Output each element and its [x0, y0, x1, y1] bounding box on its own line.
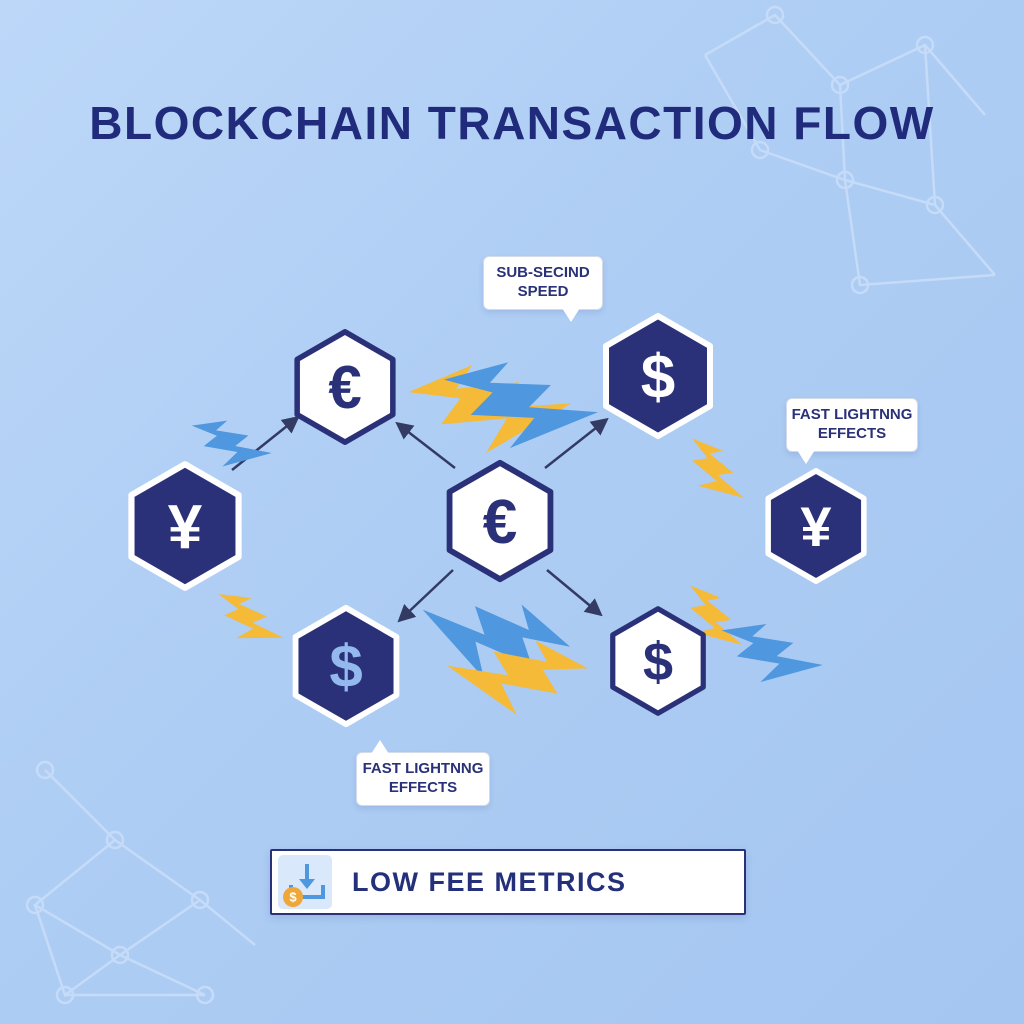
node-yen-right: ¥	[768, 471, 864, 581]
node-dollar-bottom-right: $	[613, 609, 703, 713]
lightning-bolt-icon	[203, 580, 291, 662]
bubble-line: SPEED	[517, 283, 569, 300]
bubble-line: EFFECTS	[817, 425, 887, 442]
bubble-tail	[562, 308, 580, 322]
arrow-center-to-dollartop	[544, 417, 609, 469]
network-pattern-bottom-left	[25, 760, 256, 1005]
page-title: BLOCKCHAIN TRANSACTION FLOW	[89, 97, 935, 149]
node-yen-left: ¥	[131, 464, 238, 588]
network-pattern-top-right	[703, 5, 996, 295]
low-fee-metrics-bar: $ LOW FEE METRICS	[270, 849, 746, 915]
currency-symbol-dollar: $	[641, 343, 675, 412]
bubble-tail	[371, 740, 389, 754]
currency-symbol-yen: ¥	[168, 493, 203, 562]
node-euro-center: €	[450, 463, 551, 579]
arrow-center-to-eurotop	[395, 421, 456, 469]
bubble-line: EFFECTS	[388, 779, 458, 796]
speech-bubble-fast-lightning-right: FAST LIGHTNNG EFFECTS	[786, 398, 918, 464]
speech-bubble-fast-lightning-bottom: FAST LIGHTNNG EFFECTS	[356, 740, 490, 806]
speech-bubble-sub-second-speed: SUB-SECIND SPEED	[483, 256, 603, 322]
coin-dollar-symbol: $	[289, 890, 297, 905]
currency-symbol-euro: €	[328, 354, 361, 421]
node-dollar-bottom-left: $	[296, 608, 397, 724]
currency-symbol-yen: ¥	[800, 495, 831, 558]
currency-symbol-dollar: $	[643, 632, 673, 692]
bubble-line: FAST LIGHTNNG	[791, 406, 913, 424]
arrow-yenleft-to-eurotop	[231, 415, 300, 471]
bubble-line: SUB-SECIND	[496, 264, 590, 282]
node-euro-top: €	[297, 332, 393, 442]
arrow-center-to-dollarbr	[546, 569, 603, 617]
node-dollar-top: $	[606, 316, 710, 436]
footer-label: LOW FEE METRICS	[352, 866, 627, 897]
lightning-bolt-icon	[708, 608, 829, 703]
lightning-bolt-icon	[673, 428, 752, 516]
flow-arrows	[231, 415, 609, 623]
download-tray-coin-icon: $	[278, 855, 332, 909]
bubble-tail	[797, 450, 815, 464]
download-icon-svg: $	[283, 864, 325, 907]
currency-symbol-dollar: $	[329, 633, 362, 700]
bubble-line: FAST LIGHTNNG	[362, 760, 484, 778]
currency-symbol-euro: €	[483, 488, 517, 557]
arrow-center-to-dollarbl	[397, 569, 454, 623]
